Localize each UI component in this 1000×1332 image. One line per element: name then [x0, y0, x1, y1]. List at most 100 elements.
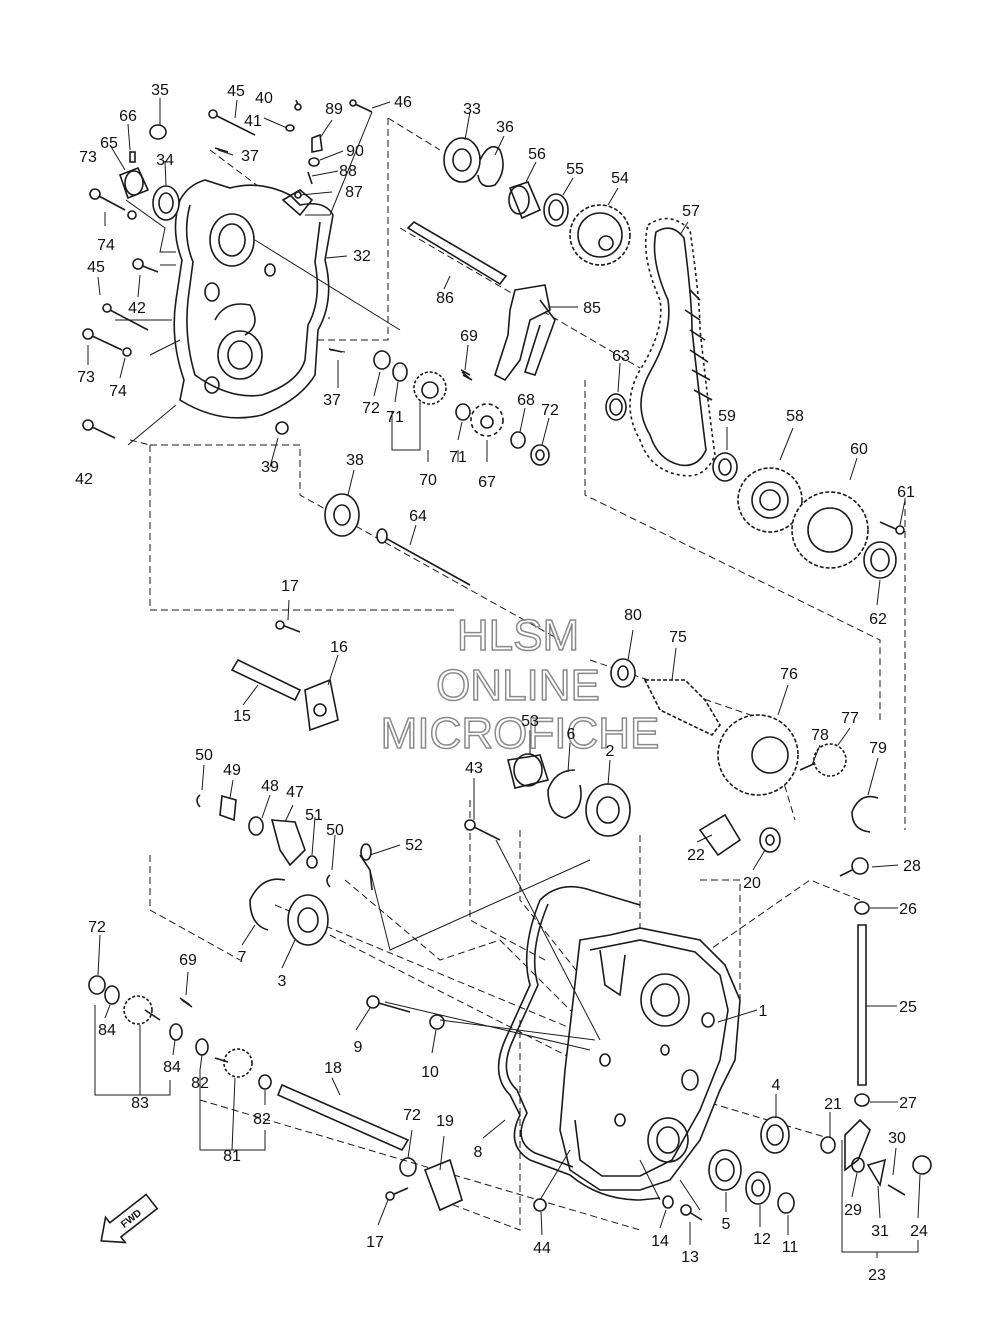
- callout-37-top: 37: [241, 148, 259, 165]
- callout-20: 20: [743, 875, 761, 892]
- callout-49: 49: [223, 762, 241, 779]
- callout-42-lower: 42: [75, 471, 93, 488]
- transmission-case-cover: [173, 179, 334, 419]
- callout-57: 57: [682, 203, 700, 220]
- callout-16: 16: [330, 639, 348, 656]
- callout-90: 90: [346, 143, 364, 160]
- callout-9: 9: [354, 1039, 363, 1056]
- callout-65: 65: [100, 135, 118, 152]
- callout-38: 38: [346, 452, 364, 469]
- callout-54: 54: [611, 170, 629, 187]
- callout-45-left: 45: [87, 259, 105, 276]
- callout-89: 89: [325, 101, 343, 118]
- callout-46: 46: [394, 94, 412, 111]
- callout-78: 78: [811, 727, 829, 744]
- callout-64: 64: [409, 508, 427, 525]
- callout-53: 53: [521, 713, 539, 730]
- callout-24: 24: [910, 1223, 928, 1240]
- callout-5: 5: [722, 1216, 731, 1233]
- callout-62: 62: [869, 611, 887, 628]
- callout-68: 68: [517, 392, 535, 409]
- link-lines: [115, 111, 701, 1211]
- callout-21: 21: [824, 1096, 842, 1113]
- callout-59: 59: [718, 408, 736, 425]
- callout-75: 75: [669, 629, 687, 646]
- callout-58: 58: [786, 408, 804, 425]
- callout-3: 3: [278, 973, 287, 990]
- callout-73-bottom: 73: [77, 369, 95, 386]
- callout-63: 63: [612, 348, 630, 365]
- callout-25: 25: [899, 999, 917, 1016]
- leader-lines: [87, 98, 921, 1258]
- callout-83: 83: [131, 1095, 149, 1112]
- callout-27: 27: [899, 1095, 917, 1112]
- callout-67: 67: [478, 474, 496, 491]
- callout-2: 2: [606, 743, 615, 760]
- callout-72-d: 72: [403, 1107, 421, 1124]
- callout-36: 36: [496, 119, 514, 136]
- watermark: HLSM ONLINE MICROFICHE: [380, 610, 660, 759]
- callout-43: 43: [465, 760, 483, 777]
- callout-82-right: 82: [253, 1111, 271, 1128]
- callout-1: 1: [759, 1003, 768, 1020]
- callout-79: 79: [869, 740, 887, 757]
- callout-72-a: 72: [362, 400, 380, 417]
- callout-28: 28: [903, 858, 921, 875]
- callout-12: 12: [753, 1231, 771, 1248]
- callout-69-bottom: 69: [179, 952, 197, 969]
- callout-82-left: 82: [191, 1075, 209, 1092]
- callout-44: 44: [533, 1240, 551, 1257]
- callout-88: 88: [339, 163, 357, 180]
- forward-arrow-icon: [100, 1193, 159, 1244]
- callout-84-left: 84: [98, 1022, 116, 1039]
- callout-29: 29: [844, 1202, 862, 1219]
- callout-35: 35: [151, 82, 169, 99]
- callout-22: 22: [687, 847, 705, 864]
- callout-26: 26: [899, 901, 917, 918]
- callout-47: 47: [286, 784, 304, 801]
- callout-69-top: 69: [460, 328, 478, 345]
- callout-70: 70: [419, 472, 437, 489]
- callout-81: 81: [223, 1148, 241, 1165]
- callout-39: 39: [261, 459, 279, 476]
- callout-61: 61: [897, 484, 915, 501]
- case-gasket: [497, 885, 661, 1201]
- callout-74-top: 74: [97, 237, 115, 254]
- forward-direction-badge: FWD: [100, 1193, 159, 1244]
- callout-11: 11: [782, 1239, 799, 1256]
- callout-45-top: 45: [227, 83, 245, 100]
- callout-73-top: 73: [79, 149, 97, 166]
- callout-71-right: 71: [449, 449, 467, 466]
- callout-15: 15: [233, 708, 251, 725]
- callout-17-bottom: 17: [366, 1234, 384, 1251]
- callout-13: 13: [681, 1249, 699, 1266]
- callout-80: 80: [624, 607, 642, 624]
- callout-19: 19: [436, 1113, 454, 1130]
- callout-34: 34: [156, 152, 174, 169]
- callout-51: 51: [305, 807, 323, 824]
- callout-71-left: 71: [386, 409, 404, 426]
- callout-40: 40: [255, 90, 273, 107]
- callout-labels: 1 2 3 4 5 6 7 8 9 10 11 12 13 14 15 16 1…: [75, 82, 928, 1284]
- callout-76: 76: [780, 666, 798, 683]
- callout-48: 48: [261, 778, 279, 795]
- callout-6: 6: [567, 726, 576, 743]
- callout-37-mid: 37: [323, 392, 341, 409]
- watermark-line1: HLSM: [457, 611, 579, 660]
- callout-42-upper: 42: [128, 300, 146, 317]
- callout-84-right: 84: [163, 1059, 181, 1076]
- callout-23: 23: [868, 1267, 886, 1284]
- callout-87: 87: [345, 184, 363, 201]
- callout-66: 66: [119, 108, 137, 125]
- callout-55: 55: [566, 161, 584, 178]
- callout-7: 7: [238, 949, 247, 966]
- callout-33: 33: [463, 101, 481, 118]
- callout-85: 85: [583, 300, 601, 317]
- callout-18: 18: [324, 1060, 342, 1077]
- callout-14: 14: [651, 1233, 669, 1250]
- parts-group: [82, 99, 932, 1221]
- callout-86: 86: [436, 290, 454, 307]
- watermark-line3: MICROFICHE: [381, 709, 660, 758]
- callout-41: 41: [244, 113, 262, 130]
- callout-77: 77: [841, 710, 859, 727]
